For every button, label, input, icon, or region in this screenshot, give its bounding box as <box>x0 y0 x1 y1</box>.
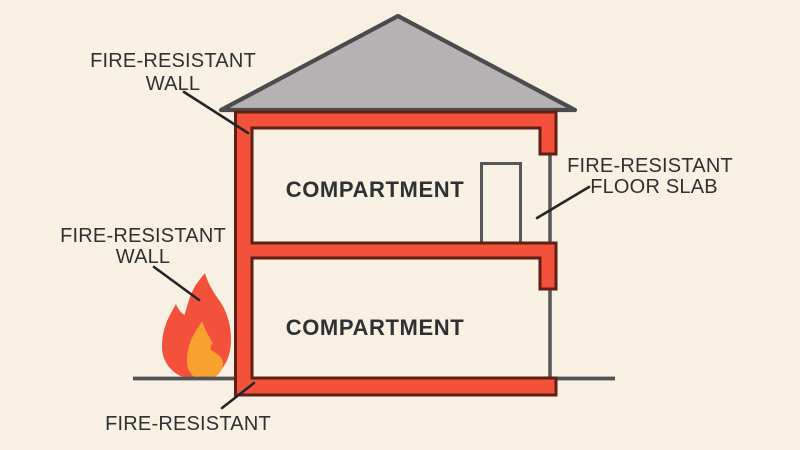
leader-mid-wall <box>152 265 201 302</box>
label-top-wall-line1: FIRE-RESISTANT <box>90 50 256 72</box>
middle-floor-slab <box>237 244 555 257</box>
label-mid-wall-line1: FIRE-RESISTANT <box>60 225 226 247</box>
label-bottom-line1: FIRE-RESISTANT <box>105 413 271 435</box>
roof <box>218 13 578 113</box>
label-floor-slab-line1: FIRE-RESISTANT <box>567 155 733 177</box>
bottom-floor-slab <box>237 379 555 394</box>
lower-compartment-label: COMPARTMENT <box>286 315 465 340</box>
leader-lines <box>152 90 591 410</box>
leader-top-wall <box>182 90 250 135</box>
label-top-wall-line2: WALL <box>146 73 201 95</box>
label-mid-wall-line2: WALL <box>116 246 171 268</box>
leader-bottom <box>220 381 256 410</box>
upper-compartment-label: COMPARTMENT <box>286 177 465 202</box>
label-floor-slab-line2: FLOOR SLAB <box>590 176 718 198</box>
door-outline <box>480 162 522 244</box>
fire-icon <box>162 273 231 380</box>
fire-inner-flame <box>187 321 223 380</box>
structure-fills <box>237 113 555 394</box>
top-right-stub <box>541 113 555 153</box>
diagram-texts: FIRE-RESISTANT WALL FIRE-RESISTANT WALL … <box>60 50 733 435</box>
middle-right-stub <box>541 244 555 288</box>
leader-floor-slab <box>535 185 591 220</box>
ceiling-slab <box>237 113 555 127</box>
